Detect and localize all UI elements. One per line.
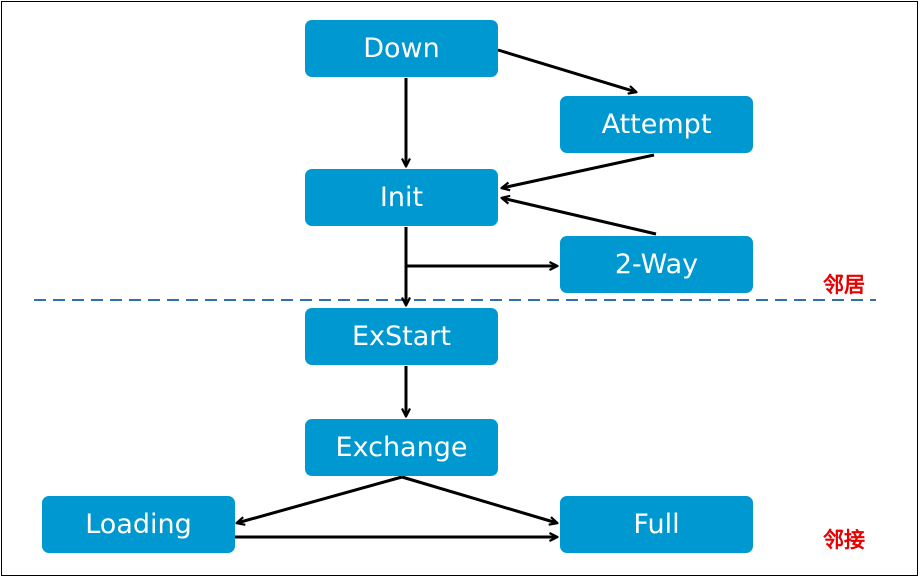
state-2-way: 2-Way (560, 236, 753, 293)
edge-exchange-loading (237, 475, 403, 523)
edge-exchange-full (401, 475, 557, 523)
state-loading: Loading (42, 496, 235, 553)
state-attempt: Attempt (560, 96, 753, 153)
edge-down-attempt (497, 48, 636, 92)
state-full: Full (560, 496, 753, 553)
state-down: Down (305, 20, 498, 77)
edge-twoway-init (502, 198, 657, 236)
edge-attempt-init (502, 153, 655, 188)
state-init: Init (305, 169, 498, 226)
neighbor-section-label: 邻居 (823, 273, 865, 297)
state-exstart: ExStart (305, 308, 498, 365)
adjacency-section-label: 邻接 (823, 528, 865, 552)
state-exchange: Exchange (305, 419, 498, 476)
